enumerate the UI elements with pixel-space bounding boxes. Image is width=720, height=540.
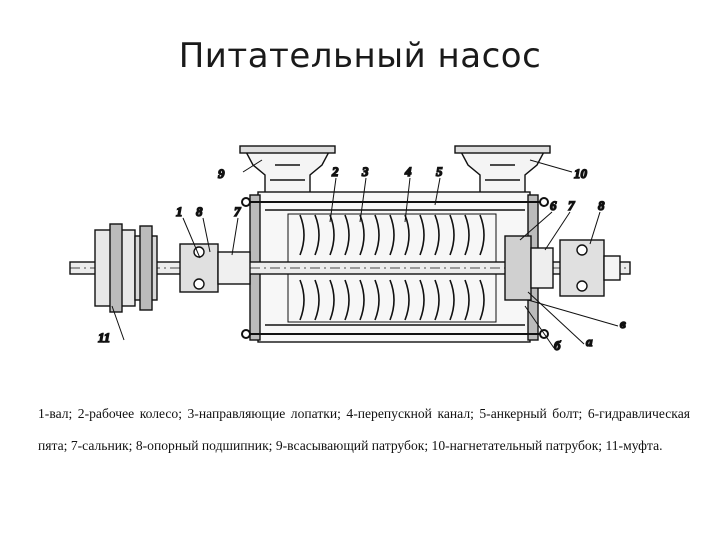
callout-3: 3 bbox=[361, 164, 369, 179]
callout-5: 5 bbox=[436, 164, 443, 179]
callout-8-left: 8 bbox=[196, 204, 203, 219]
callout-10: 10 bbox=[574, 166, 588, 181]
callout-11: 11 bbox=[98, 330, 110, 345]
callout-4: 4 bbox=[404, 164, 412, 179]
callout-b: б bbox=[554, 338, 561, 353]
leader-lines bbox=[111, 159, 619, 349]
slide-title: Питательный насос bbox=[178, 36, 542, 76]
balance-disk bbox=[504, 235, 554, 301]
coupling bbox=[94, 223, 158, 313]
right-bearing bbox=[559, 239, 621, 297]
callout-6: 6 bbox=[550, 198, 557, 213]
callout-v: в bbox=[620, 316, 626, 331]
callout-2: 2 bbox=[331, 164, 339, 179]
suction-nozzle bbox=[239, 145, 336, 196]
left-bearing bbox=[179, 243, 251, 293]
callout-a: а bbox=[586, 334, 593, 349]
callout-8-right: 8 bbox=[598, 198, 605, 213]
callout-1: 1 bbox=[176, 204, 183, 219]
pump-cross-section-drawing: 9 1 8 7 2 3 4 5 10 6 7 8 11 в а б bbox=[69, 145, 631, 354]
discharge-nozzle bbox=[454, 145, 551, 196]
callout-7-right: 7 bbox=[568, 198, 575, 213]
impeller-stages bbox=[287, 213, 497, 323]
callout-7-left: 7 bbox=[234, 204, 241, 219]
callout-9: 9 bbox=[218, 166, 225, 181]
legend-caption: 1-вал; 2-рабочее колесо; 3-направляющие … bbox=[38, 406, 690, 453]
